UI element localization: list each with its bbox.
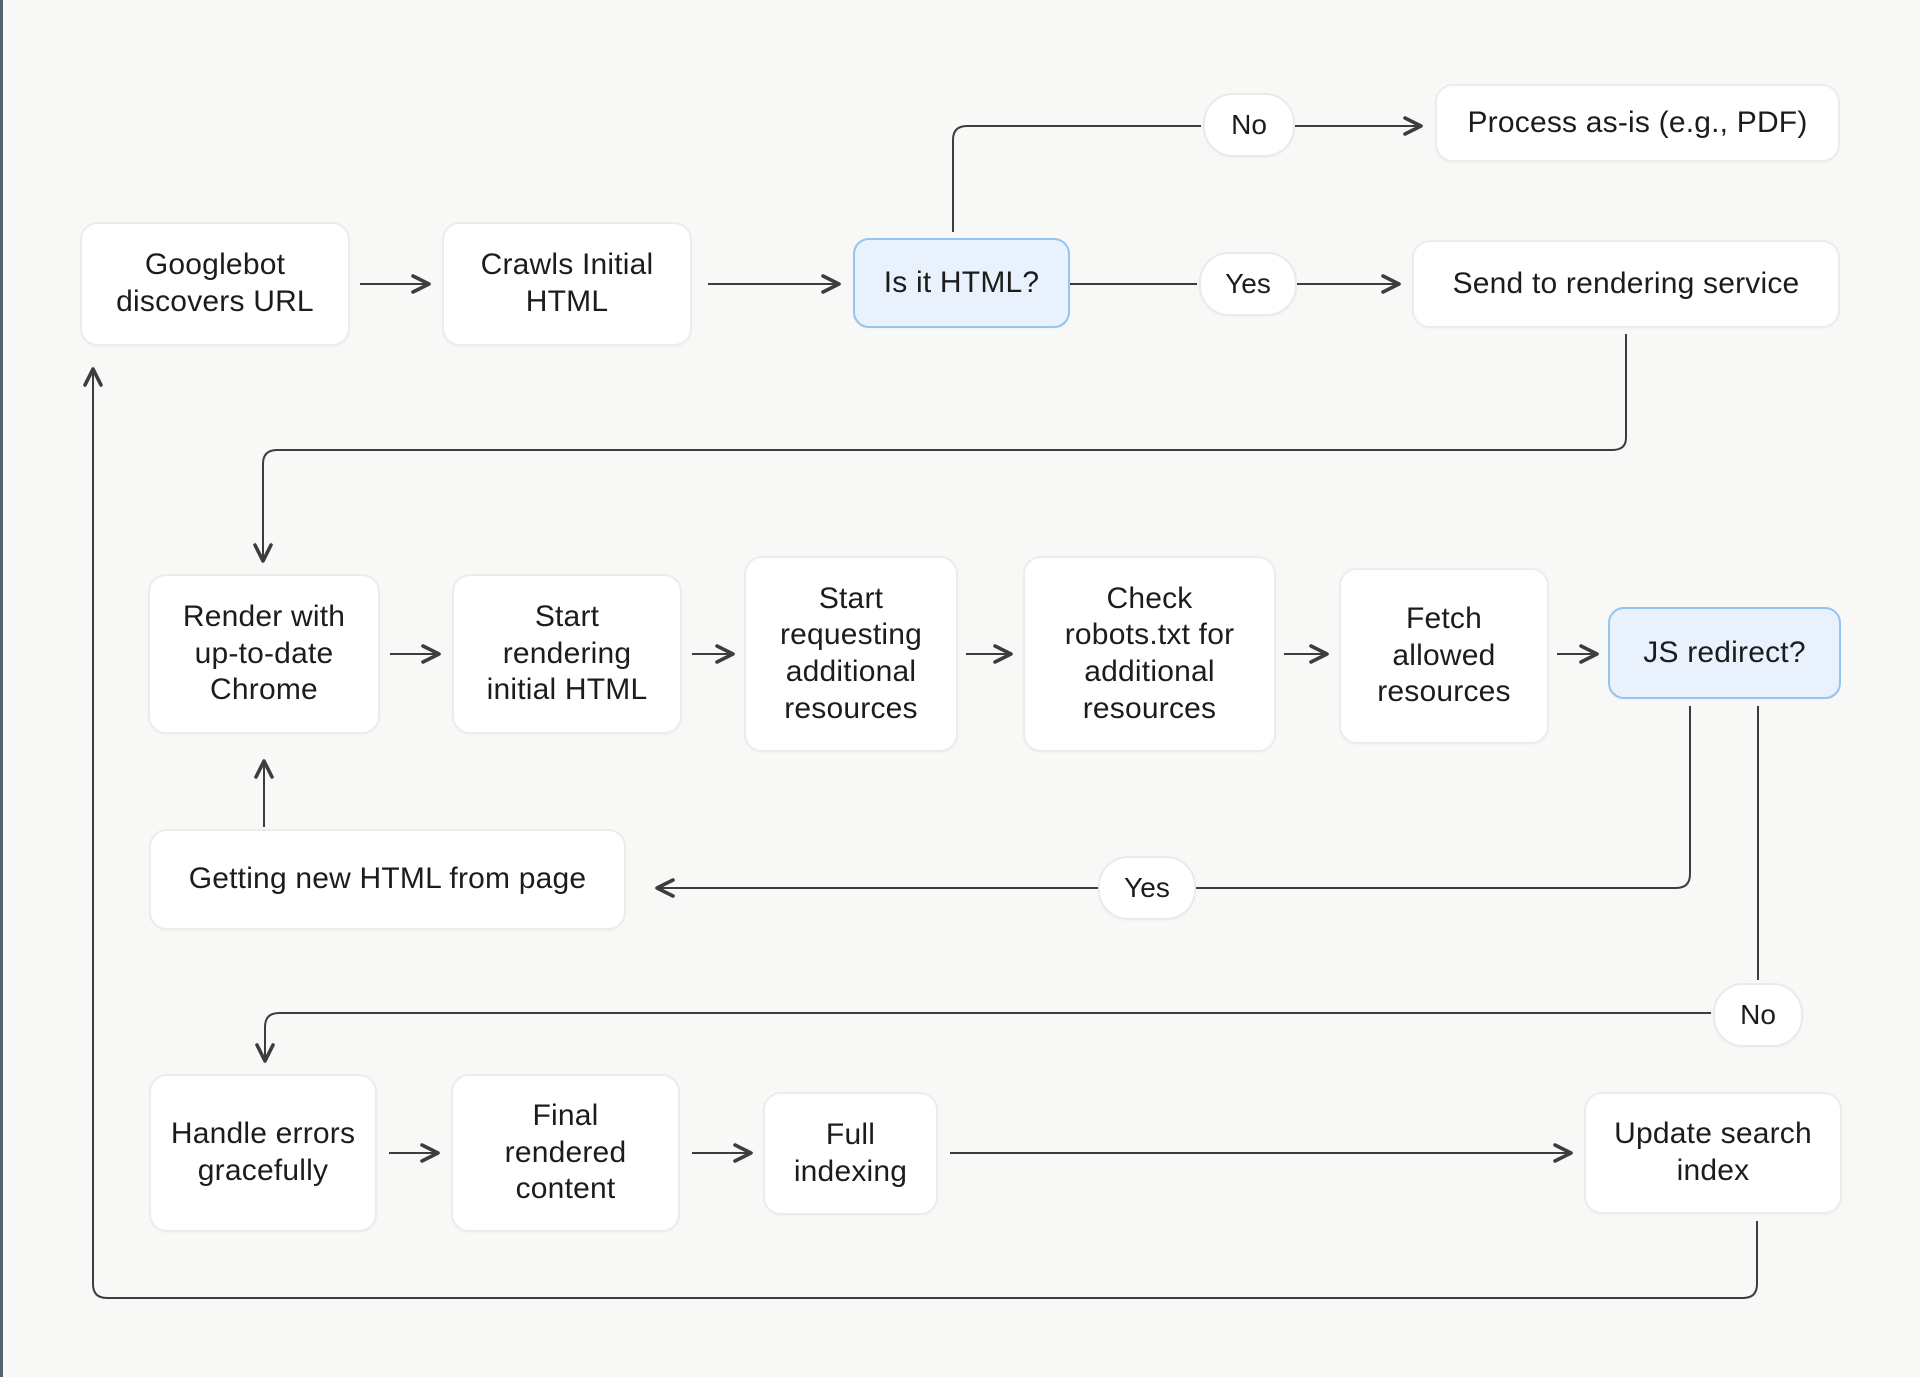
- node-process-as-is: Process as-is (e.g., PDF): [1435, 84, 1840, 162]
- node-handle-errors: Handle errors gracefully: [149, 1074, 377, 1232]
- node-send-to-rendering-service: Send to rendering service: [1412, 240, 1840, 328]
- window-left-edge: [0, 0, 3, 1377]
- node-full-indexing: Full indexing: [763, 1092, 938, 1215]
- edge-no-to-handle-errors: [255, 1012, 1711, 1063]
- node-render-with-chrome: Render with up-to-date Chrome: [148, 574, 380, 734]
- node-fetch-allowed-resources: Fetch allowed resources: [1339, 568, 1549, 744]
- node-check-robots: Check robots.txt for additional resource…: [1023, 556, 1276, 752]
- edge-send-rendering-to-render-chrome: [253, 334, 1627, 563]
- node-js-redirect: JS redirect?: [1608, 607, 1841, 699]
- edge-label-no-top: No: [1203, 93, 1295, 157]
- edge-js-redirect-yes-to-getting-new-html: [655, 706, 1691, 898]
- node-crawls-initial-html: Crawls Initial HTML: [442, 222, 692, 346]
- node-getting-new-html: Getting new HTML from page: [149, 829, 626, 930]
- node-start-requesting-resources: Start requesting additional resources: [744, 556, 958, 752]
- edge-label-no-right: No: [1713, 983, 1803, 1047]
- node-is-it-html: Is it HTML?: [853, 238, 1070, 328]
- edge-is-it-html-to-no: [952, 125, 1201, 232]
- edge-label-yes-mid: Yes: [1098, 856, 1196, 920]
- edge-label-yes-top: Yes: [1199, 252, 1297, 316]
- node-start-rendering: Start rendering initial HTML: [452, 574, 682, 734]
- node-final-rendered-content: Final rendered content: [451, 1074, 680, 1232]
- edge-update-index-loop-to-googlebot: [83, 367, 1758, 1299]
- node-update-search-index: Update search index: [1584, 1092, 1842, 1214]
- node-googlebot: Googlebot discovers URL: [80, 222, 350, 346]
